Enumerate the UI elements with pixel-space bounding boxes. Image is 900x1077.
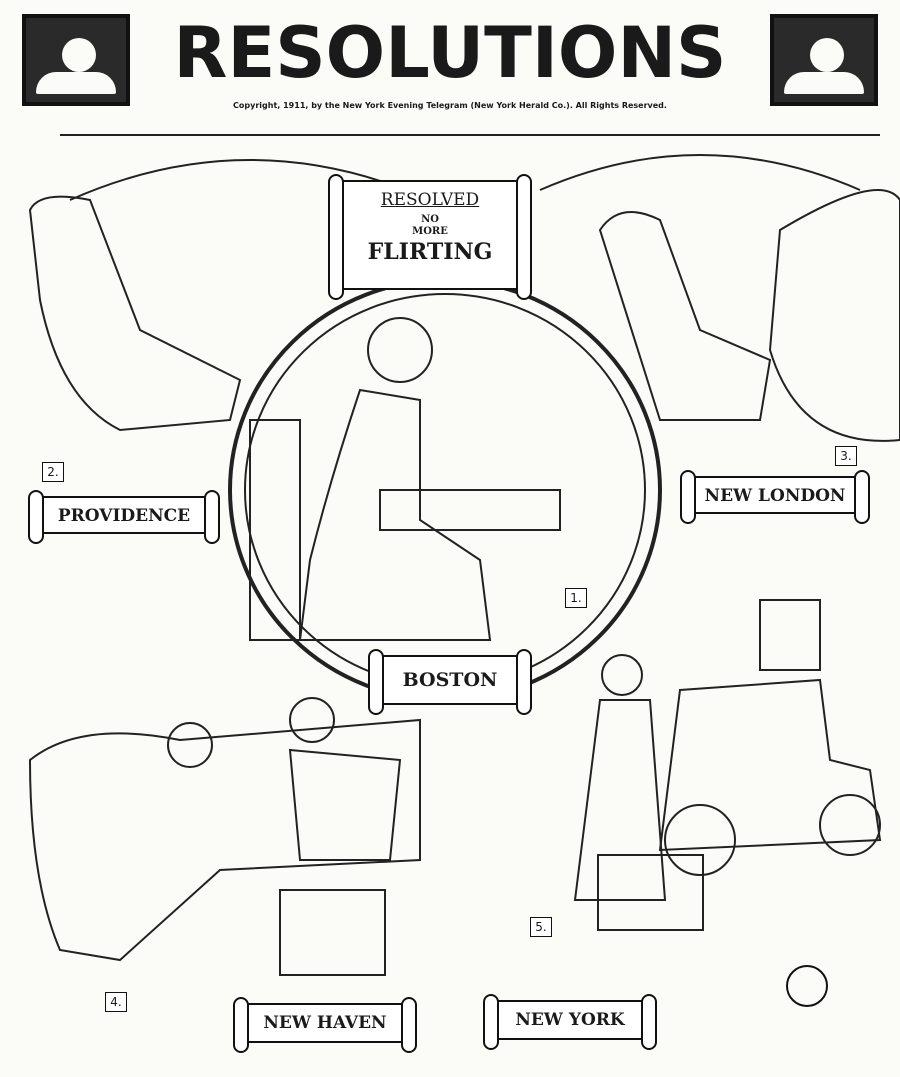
panel-label-new-york: NEW YORK [483, 994, 657, 1050]
panel-number-4: 4. [105, 992, 127, 1012]
panel-number-2: 2. [42, 462, 64, 482]
armchair-providence [28, 195, 242, 432]
motor-car [658, 678, 882, 852]
resolved-banner: RESOLVED NO MORE FLIRTING [328, 174, 532, 300]
suitcase-new-york [597, 854, 704, 931]
couch-new-haven [28, 718, 421, 962]
panel-label-new-haven: NEW HAVEN [233, 997, 417, 1053]
panel-number-1: 1. [565, 588, 587, 608]
resolved-line-4: FLIRTING [367, 239, 493, 265]
panel-label-providence: PROVIDENCE [28, 490, 220, 544]
panel-number-3: 3. [835, 446, 857, 466]
title-corner-emblem-right [770, 14, 878, 106]
title-corner-emblem-left [22, 14, 130, 106]
copyright-notice: Copyright, 1911, by the New York Evening… [233, 101, 667, 110]
panel-label-boston: BOSTON [368, 649, 532, 715]
page-title: RESOLUTIONS [173, 12, 727, 94]
artist-monogram [786, 965, 828, 1007]
resolved-line-2: NO [421, 214, 439, 225]
panel-number-5: 5. [530, 917, 552, 937]
armchair-new-london [598, 211, 772, 421]
suitcase-new-haven [279, 889, 386, 976]
train-window-arch-right [539, 154, 861, 191]
resolved-line-1: RESOLVED [380, 190, 480, 210]
resolved-line-3: MORE [412, 226, 448, 237]
panel-label-new-london: NEW LONDON [680, 470, 870, 524]
